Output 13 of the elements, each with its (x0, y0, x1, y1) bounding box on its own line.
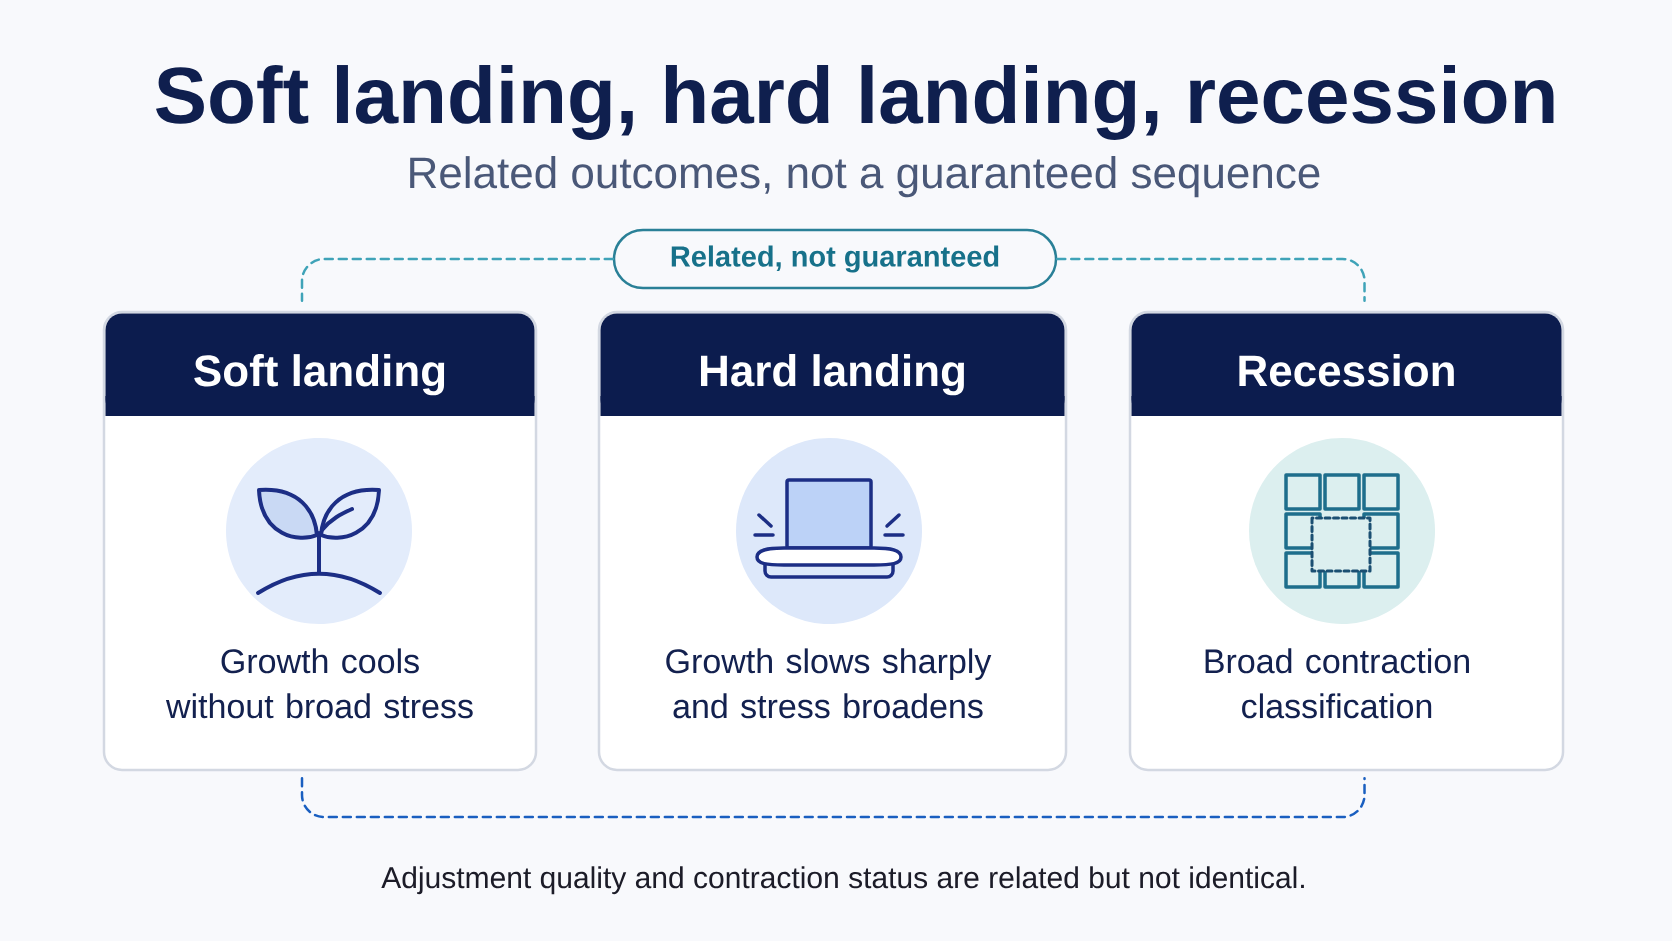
card-text: Growth cools without broad stress (165, 648, 473, 719)
card-text: Growth slows sharply and stress broadens (666, 648, 992, 719)
card-header: Soft landing (105, 313, 535, 416)
dashed-connector (1056, 257, 1366, 302)
subtitle: Related outcomes, not a guaranteed sequence (410, 156, 1320, 198)
dashed-connector (300, 777, 1366, 819)
card-header: Hard landing (600, 313, 1065, 416)
dashed-connector (300, 257, 614, 302)
caption: Adjustment quality and contraction status are related but not identical. (381, 866, 1304, 895)
card-header: Recession (1131, 313, 1562, 416)
card-text: Broad contraction classification (1205, 648, 1469, 719)
label-pill: Related, not guaranteed (612, 228, 1058, 290)
title: Soft landing, hard landing, recession (156, 65, 1554, 140)
